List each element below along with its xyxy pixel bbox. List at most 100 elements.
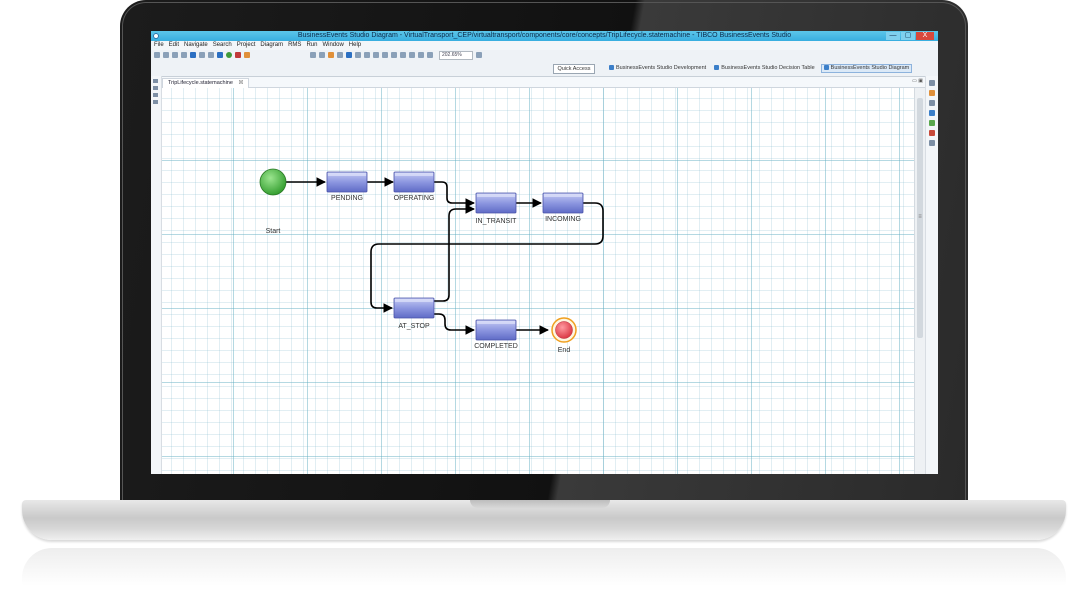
state-diagram: Start PENDING OPERATING IN_TRANSIT: [259, 168, 604, 354]
outline-view-icon[interactable]: [929, 140, 935, 146]
hierarchy-icon[interactable]: [153, 100, 158, 104]
menu-bar: File Edit Navigate Search Project Diagra…: [151, 41, 938, 50]
editor-tab-bar: TripLifecycle.statemachine ☒ ▭ ▣: [162, 77, 926, 88]
perspective-icon: [609, 65, 614, 70]
editor-tab-label: TripLifecycle.statemachine: [168, 80, 233, 86]
decision-table-icon: [714, 65, 720, 70]
menu-project[interactable]: Project: [236, 42, 256, 48]
transition-incoming-at-stop[interactable]: [370, 202, 604, 313]
window-titlebar[interactable]: BusinessEvents Studio Diagram - VirtualT…: [151, 31, 938, 41]
restore-icon[interactable]: [929, 80, 935, 86]
laptop-base-notch: [470, 500, 610, 508]
quick-access-field[interactable]: Quick Access: [553, 64, 595, 74]
open-type-icon[interactable]: [208, 52, 214, 58]
minimize-button[interactable]: —: [886, 32, 900, 40]
menu-diagram[interactable]: Diagram: [260, 42, 284, 48]
pin-icon[interactable]: [310, 52, 316, 58]
perspective-bar: Quick Access BusinessEvents Studio Devel…: [151, 60, 938, 77]
properties-icon[interactable]: [929, 100, 935, 106]
end-label: End: [558, 347, 571, 354]
style-icon[interactable]: [476, 52, 482, 58]
vertical-scrollbar[interactable]: ≡: [914, 88, 925, 474]
save-icon[interactable]: [163, 52, 169, 58]
perspective-development-label: BusinessEvents Studio Development: [616, 65, 707, 71]
state-incoming[interactable]: [542, 192, 584, 214]
select-icon[interactable]: [373, 52, 379, 58]
state-pending[interactable]: [326, 171, 368, 193]
new-icon[interactable]: [154, 52, 160, 58]
zoom-out-icon[interactable]: [400, 52, 406, 58]
diagram-icon: [823, 65, 829, 70]
console-icon[interactable]: [929, 110, 935, 116]
state-completed[interactable]: [475, 319, 517, 341]
state-at-stop-label: AT_STOP: [398, 323, 430, 330]
package-explorer-icon[interactable]: [153, 86, 158, 90]
transition-at-stop-in-transit[interactable]: [434, 204, 475, 302]
menu-rms[interactable]: RMS: [288, 42, 302, 48]
save-all-icon[interactable]: [172, 52, 178, 58]
navigate-forward-icon[interactable]: [337, 52, 343, 58]
run-icon[interactable]: [226, 52, 232, 58]
new-wizard-icon[interactable]: [199, 52, 205, 58]
menu-file[interactable]: File: [154, 42, 164, 48]
align-icon[interactable]: [418, 52, 424, 58]
menu-window[interactable]: Window: [322, 42, 344, 48]
back-icon[interactable]: [319, 52, 325, 58]
main-toolbar: 202.65%: [151, 50, 938, 60]
maximize-button[interactable]: ▢: [901, 32, 915, 40]
print-preview-icon[interactable]: [355, 52, 361, 58]
menu-search[interactable]: Search: [212, 42, 232, 48]
restore-icon[interactable]: [153, 79, 158, 83]
perspective-tabs: BusinessEvents Studio Development Busine…: [607, 64, 913, 73]
left-trim-bar: [151, 76, 162, 474]
outline-icon[interactable]: [153, 93, 158, 97]
problems-icon[interactable]: [929, 120, 935, 126]
open-folder-icon[interactable]: [244, 52, 250, 58]
diagram-canvas[interactable]: Start PENDING OPERATING IN_TRANSIT: [162, 88, 914, 474]
editor-tab[interactable]: TripLifecycle.statemachine ☒: [162, 78, 250, 88]
close-button[interactable]: X: [916, 32, 934, 40]
menu-navigate[interactable]: Navigate: [184, 42, 208, 48]
laptop-reflection: [22, 548, 1066, 586]
end-node[interactable]: [551, 317, 577, 343]
menu-edit[interactable]: Edit: [168, 42, 180, 48]
state-in-transit[interactable]: [475, 192, 517, 214]
start-node[interactable]: [259, 168, 287, 196]
window-title: BusinessEvents Studio Diagram - VirtualT…: [297, 32, 792, 39]
scrollbar-thumb[interactable]: [917, 98, 923, 338]
perspective-decision-table[interactable]: BusinessEvents Studio Decision Table: [712, 64, 816, 73]
state-incoming-label: INCOMING: [545, 216, 581, 223]
menu-run[interactable]: Run: [306, 42, 318, 48]
perspective-diagram[interactable]: BusinessEvents Studio Diagram: [820, 64, 913, 73]
export-icon[interactable]: [364, 52, 370, 58]
zoom-in-icon[interactable]: [391, 52, 397, 58]
grid-icon[interactable]: [427, 52, 433, 58]
right-trim-bar: [925, 76, 938, 474]
perspective-decision-table-label: BusinessEvents Studio Decision Table: [721, 65, 815, 71]
zoom-fit-icon[interactable]: [346, 52, 352, 58]
editor-window-controls[interactable]: ▭ ▣: [912, 78, 923, 84]
external-tools-icon[interactable]: [235, 52, 241, 58]
print-icon[interactable]: [181, 52, 187, 58]
state-pending-label: PENDING: [331, 195, 363, 202]
window-controls: — ▢ X: [886, 31, 934, 41]
state-operating[interactable]: [393, 171, 435, 193]
navigate-back-icon[interactable]: [328, 52, 334, 58]
debug-icon[interactable]: [217, 52, 223, 58]
tab-close-icon[interactable]: ☒: [238, 80, 244, 86]
transition-operating-in-transit[interactable]: [434, 181, 475, 208]
new-project-icon[interactable]: [190, 52, 196, 58]
state-completed-label: COMPLETED: [474, 343, 518, 350]
laptop-screen: BusinessEvents Studio Diagram - VirtualT…: [151, 31, 938, 474]
palette-icon[interactable]: [929, 90, 935, 96]
transition-at-stop-completed[interactable]: [434, 313, 475, 335]
start-label: Start: [266, 228, 281, 235]
menu-help[interactable]: Help: [348, 42, 362, 48]
state-at-stop[interactable]: [393, 297, 435, 319]
perspective-development[interactable]: BusinessEvents Studio Development: [607, 64, 708, 73]
error-log-icon[interactable]: [929, 130, 935, 136]
state-in-transit-label: IN_TRANSIT: [476, 218, 518, 225]
pan-icon[interactable]: [382, 52, 388, 58]
layout-icon[interactable]: [409, 52, 415, 58]
zoom-level-field[interactable]: 202.65%: [439, 50, 473, 60]
